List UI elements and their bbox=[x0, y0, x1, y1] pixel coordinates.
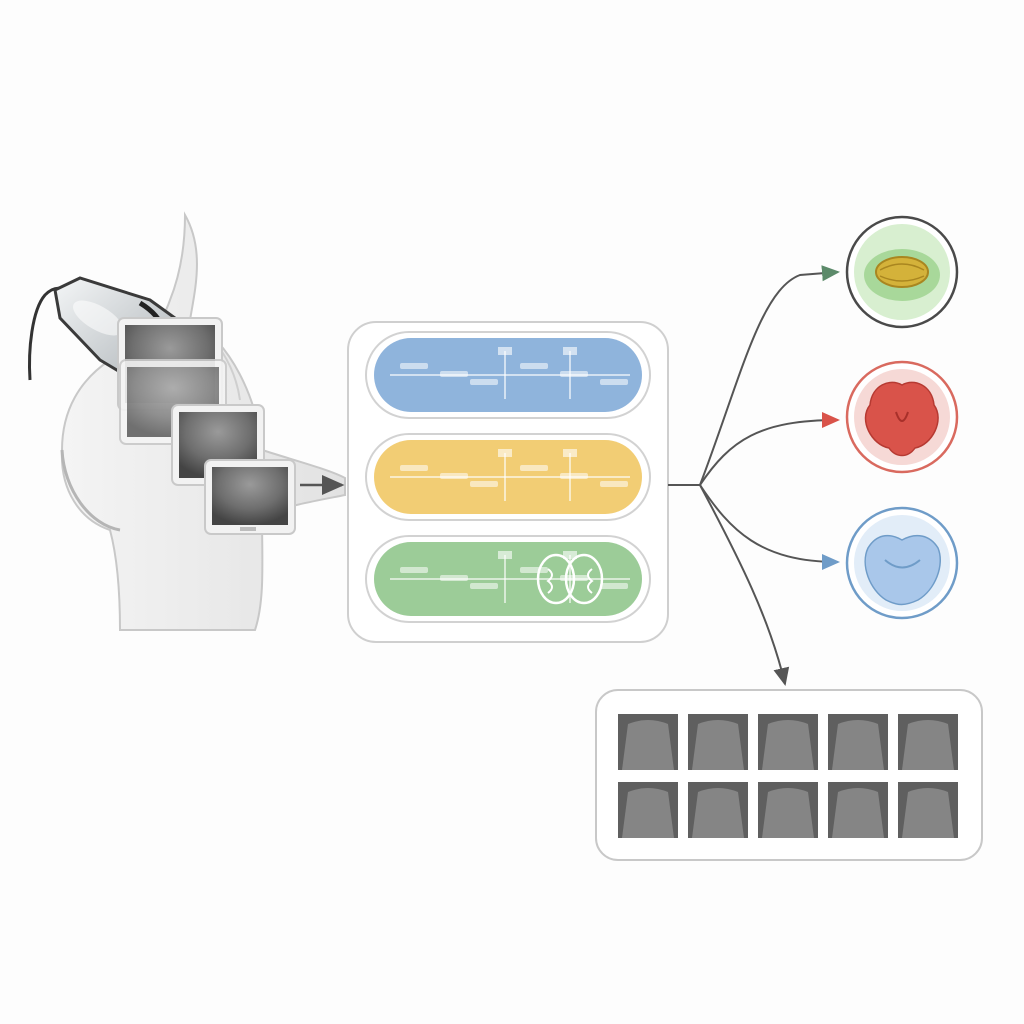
red-organ-icon bbox=[864, 381, 939, 457]
pipeline-stages bbox=[365, 331, 651, 623]
output-connectors bbox=[668, 265, 840, 686]
segmented-structure-icon bbox=[875, 256, 929, 288]
thumbnail-image bbox=[898, 782, 958, 838]
thumbnail-image bbox=[618, 782, 678, 838]
thumbnail-image bbox=[688, 782, 748, 838]
output-green bbox=[845, 215, 959, 329]
stage-yellow bbox=[365, 433, 651, 521]
blue-organ-icon bbox=[864, 534, 942, 606]
thumbnail-image bbox=[828, 714, 888, 770]
scan-image-stack bbox=[117, 317, 296, 535]
thumbnail-image bbox=[758, 782, 818, 838]
brain-icon bbox=[536, 553, 604, 605]
scan-image-4 bbox=[204, 459, 296, 535]
stage-blue bbox=[365, 331, 651, 419]
thumbnail-image bbox=[688, 714, 748, 770]
thumbnail-image bbox=[758, 714, 818, 770]
thumbnail-image bbox=[828, 782, 888, 838]
thumbnail-grid bbox=[618, 714, 958, 838]
thumbnail-image bbox=[898, 714, 958, 770]
stage-green bbox=[365, 535, 651, 623]
scan-image-3 bbox=[171, 404, 265, 486]
output-blue bbox=[845, 506, 959, 620]
thumbnail-image bbox=[618, 714, 678, 770]
output-red bbox=[845, 360, 959, 474]
